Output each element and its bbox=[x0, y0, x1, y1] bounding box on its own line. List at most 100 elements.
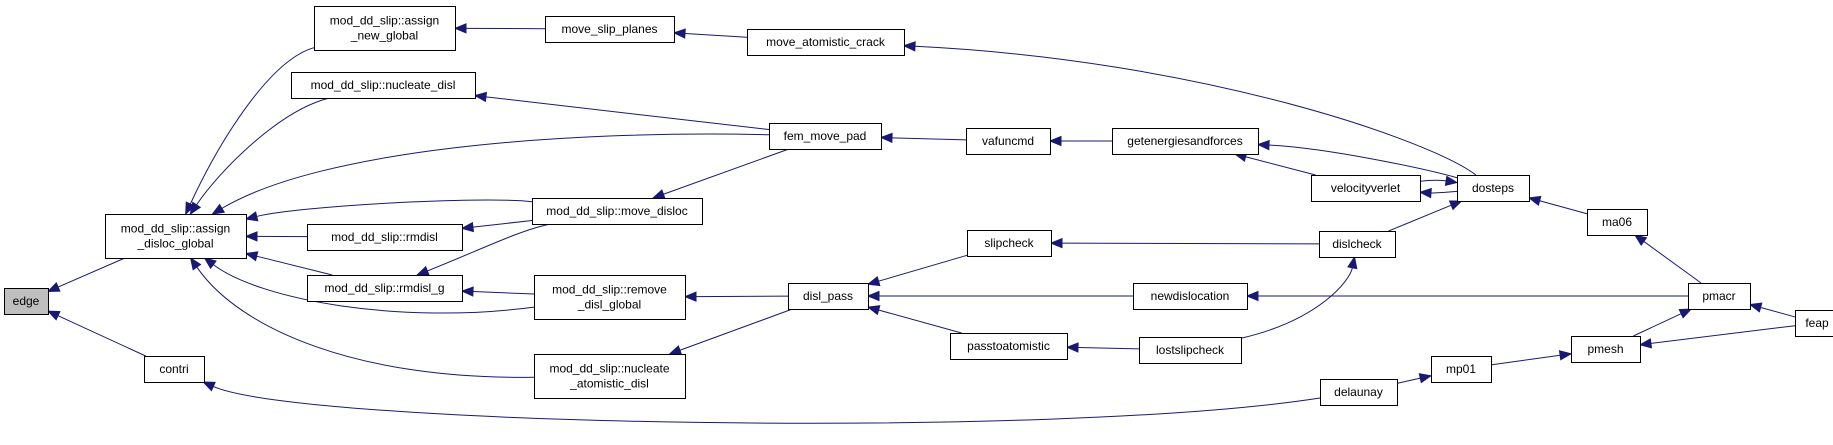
node-assign-new-global[interactable]: mod_dd_slip::assign_new_global bbox=[314, 6, 456, 51]
arrowhead-icon bbox=[203, 257, 217, 270]
node-assign-disloc-global[interactable]: mod_dd_slip::assign_disloc_global bbox=[105, 214, 247, 259]
node-box bbox=[105, 214, 247, 259]
node-fem-move-pad[interactable]: fem_move_pad bbox=[769, 123, 882, 150]
node-box bbox=[788, 283, 869, 310]
node-mp01[interactable]: mp01 bbox=[1431, 356, 1492, 383]
arrowhead-icon bbox=[189, 256, 202, 271]
node-label: mod_dd_slip::remove bbox=[552, 283, 667, 297]
edge-line bbox=[1240, 267, 1353, 339]
call-graph-edges bbox=[46, 23, 1796, 424]
node-label: vafuncmd bbox=[982, 134, 1034, 148]
node-pmesh[interactable]: pmesh bbox=[1571, 336, 1641, 363]
node-contri[interactable]: contri bbox=[144, 356, 205, 383]
node-label: ma06 bbox=[1602, 215, 1632, 229]
arrowhead-icon bbox=[244, 251, 259, 262]
node-box bbox=[532, 198, 703, 225]
node-move-disloc[interactable]: mod_dd_slip::move_disloc bbox=[532, 198, 703, 225]
arrowhead-icon bbox=[46, 310, 61, 321]
call-graph-nodes: edge mod_dd_slip::assign_disloc_globalcon… bbox=[4, 6, 1833, 406]
call-edge-dosteps-to-move_atomistic_crack bbox=[902, 41, 1477, 176]
node-lostslipcheck[interactable]: lostslipcheck bbox=[1139, 337, 1242, 364]
node-pmacr[interactable]: pmacr bbox=[1688, 283, 1751, 310]
call-edge-feap-to-pmacr bbox=[1748, 302, 1796, 318]
call-edge-dislcheck-to-slipcheck bbox=[1049, 237, 1320, 249]
arrowhead-icon bbox=[683, 291, 697, 302]
node-ma06[interactable]: ma06 bbox=[1587, 209, 1648, 236]
edge-line bbox=[1643, 241, 1702, 284]
node-vafuncmd[interactable]: vafuncmd bbox=[966, 128, 1051, 155]
node-box bbox=[314, 6, 456, 51]
node-rmdisl-g[interactable]: mod_dd_slip::rmdisl_g bbox=[307, 275, 463, 302]
edge-line bbox=[1388, 204, 1452, 232]
node-move-atomistic-crack[interactable]: move_atomistic_crack bbox=[747, 29, 905, 56]
node-box bbox=[1431, 356, 1492, 383]
edge-line bbox=[256, 199, 533, 217]
node-label: pmacr bbox=[1702, 289, 1735, 303]
node-nucleate-disl[interactable]: mod_dd_slip::nucleate_disl bbox=[291, 72, 476, 99]
node-label: dislcheck bbox=[1332, 237, 1382, 251]
node-label: passtoatomistic bbox=[967, 339, 1050, 353]
node-remove-disl-global[interactable]: mod_dd_slip::remove_disl_global bbox=[534, 275, 686, 320]
edge-line bbox=[1633, 313, 1682, 337]
call-edge-ma06-to-dosteps bbox=[1527, 195, 1588, 215]
call-edge-passtoatomistic-to-disl_pass bbox=[866, 305, 962, 334]
node-box bbox=[1457, 175, 1530, 202]
arrowhead-icon bbox=[460, 221, 475, 233]
arrowhead-icon bbox=[453, 23, 467, 34]
arrowhead-icon bbox=[244, 211, 259, 222]
node-getenergiesandforces[interactable]: getenergiesandforces bbox=[1112, 128, 1259, 155]
node-box bbox=[291, 72, 476, 99]
edge-line bbox=[914, 45, 1477, 176]
arrowhead-icon bbox=[1748, 302, 1763, 313]
node-disl-pass[interactable]: disl_pass bbox=[788, 283, 869, 310]
arrowhead-icon bbox=[1418, 373, 1433, 384]
node-feap[interactable]: feap bbox=[1795, 310, 1833, 337]
edge-line bbox=[1396, 377, 1421, 384]
node-velocityverlet[interactable]: velocityverlet bbox=[1311, 175, 1421, 202]
arrowhead-icon bbox=[1245, 290, 1259, 302]
node-label: slipcheck bbox=[984, 236, 1034, 250]
arrowhead-icon bbox=[1558, 350, 1573, 361]
node-edge: edge bbox=[4, 288, 49, 315]
node-dosteps[interactable]: dosteps bbox=[1457, 175, 1530, 202]
node-delaunay[interactable]: delaunay bbox=[1320, 379, 1398, 406]
node-label: _new_global bbox=[350, 29, 418, 43]
call-edge-delaunay-to-contri bbox=[202, 381, 1321, 424]
node-label: mod_dd_slip::assign bbox=[121, 222, 230, 236]
arrowhead-icon bbox=[1256, 139, 1270, 151]
call-edge-newdislocation-to-disl_pass bbox=[866, 290, 1133, 302]
node-slipcheck[interactable]: slipcheck bbox=[967, 230, 1052, 257]
edge-line bbox=[256, 255, 333, 276]
node-label: pmesh bbox=[1587, 342, 1623, 356]
node-label: contri bbox=[159, 362, 188, 376]
edge-line bbox=[57, 257, 126, 288]
node-move-slip-planes[interactable]: move_slip_planes bbox=[545, 16, 675, 43]
call-edge-move_atomistic_crack-to-move_slip_planes bbox=[672, 28, 748, 39]
call-edge-feap-to-pmesh bbox=[1638, 325, 1796, 349]
node-box bbox=[4, 288, 49, 315]
node-label: mod_dd_slip::nucleate_disl bbox=[311, 78, 456, 92]
call-edge-remove_disl_global-to-assign_disloc_global bbox=[203, 257, 535, 314]
node-dislcheck[interactable]: dislcheck bbox=[1319, 231, 1396, 258]
arrowhead-icon bbox=[1633, 234, 1648, 246]
node-label: feap bbox=[1805, 316, 1829, 330]
edge-line bbox=[189, 47, 315, 205]
edge-line bbox=[213, 386, 1321, 424]
arrowhead-icon bbox=[415, 265, 430, 276]
edge-line bbox=[1419, 179, 1447, 182]
edge-line bbox=[1061, 242, 1320, 245]
node-nucleate-atomistic-disl[interactable]: mod_dd_slip::nucleate_atomistic_disl bbox=[534, 354, 686, 399]
node-box bbox=[1139, 337, 1242, 364]
node-label: mod_dd_slip::assign bbox=[330, 14, 439, 28]
arrowhead-icon bbox=[1048, 135, 1062, 147]
edge-line bbox=[196, 97, 330, 206]
arrowhead-icon bbox=[668, 345, 683, 355]
node-passtoatomistic[interactable]: passtoatomistic bbox=[950, 333, 1068, 360]
call-edge-rmdisl-to-assign_disloc_global bbox=[244, 231, 308, 242]
arrowhead-icon bbox=[1347, 255, 1358, 270]
arrowhead-icon bbox=[1444, 175, 1459, 187]
node-newdislocation[interactable]: newdislocation bbox=[1133, 283, 1248, 310]
node-label: mod_dd_slip::nucleate bbox=[549, 362, 669, 376]
arrowhead-icon bbox=[866, 305, 881, 316]
node-rmdisl[interactable]: mod_dd_slip::rmdisl bbox=[307, 224, 463, 251]
